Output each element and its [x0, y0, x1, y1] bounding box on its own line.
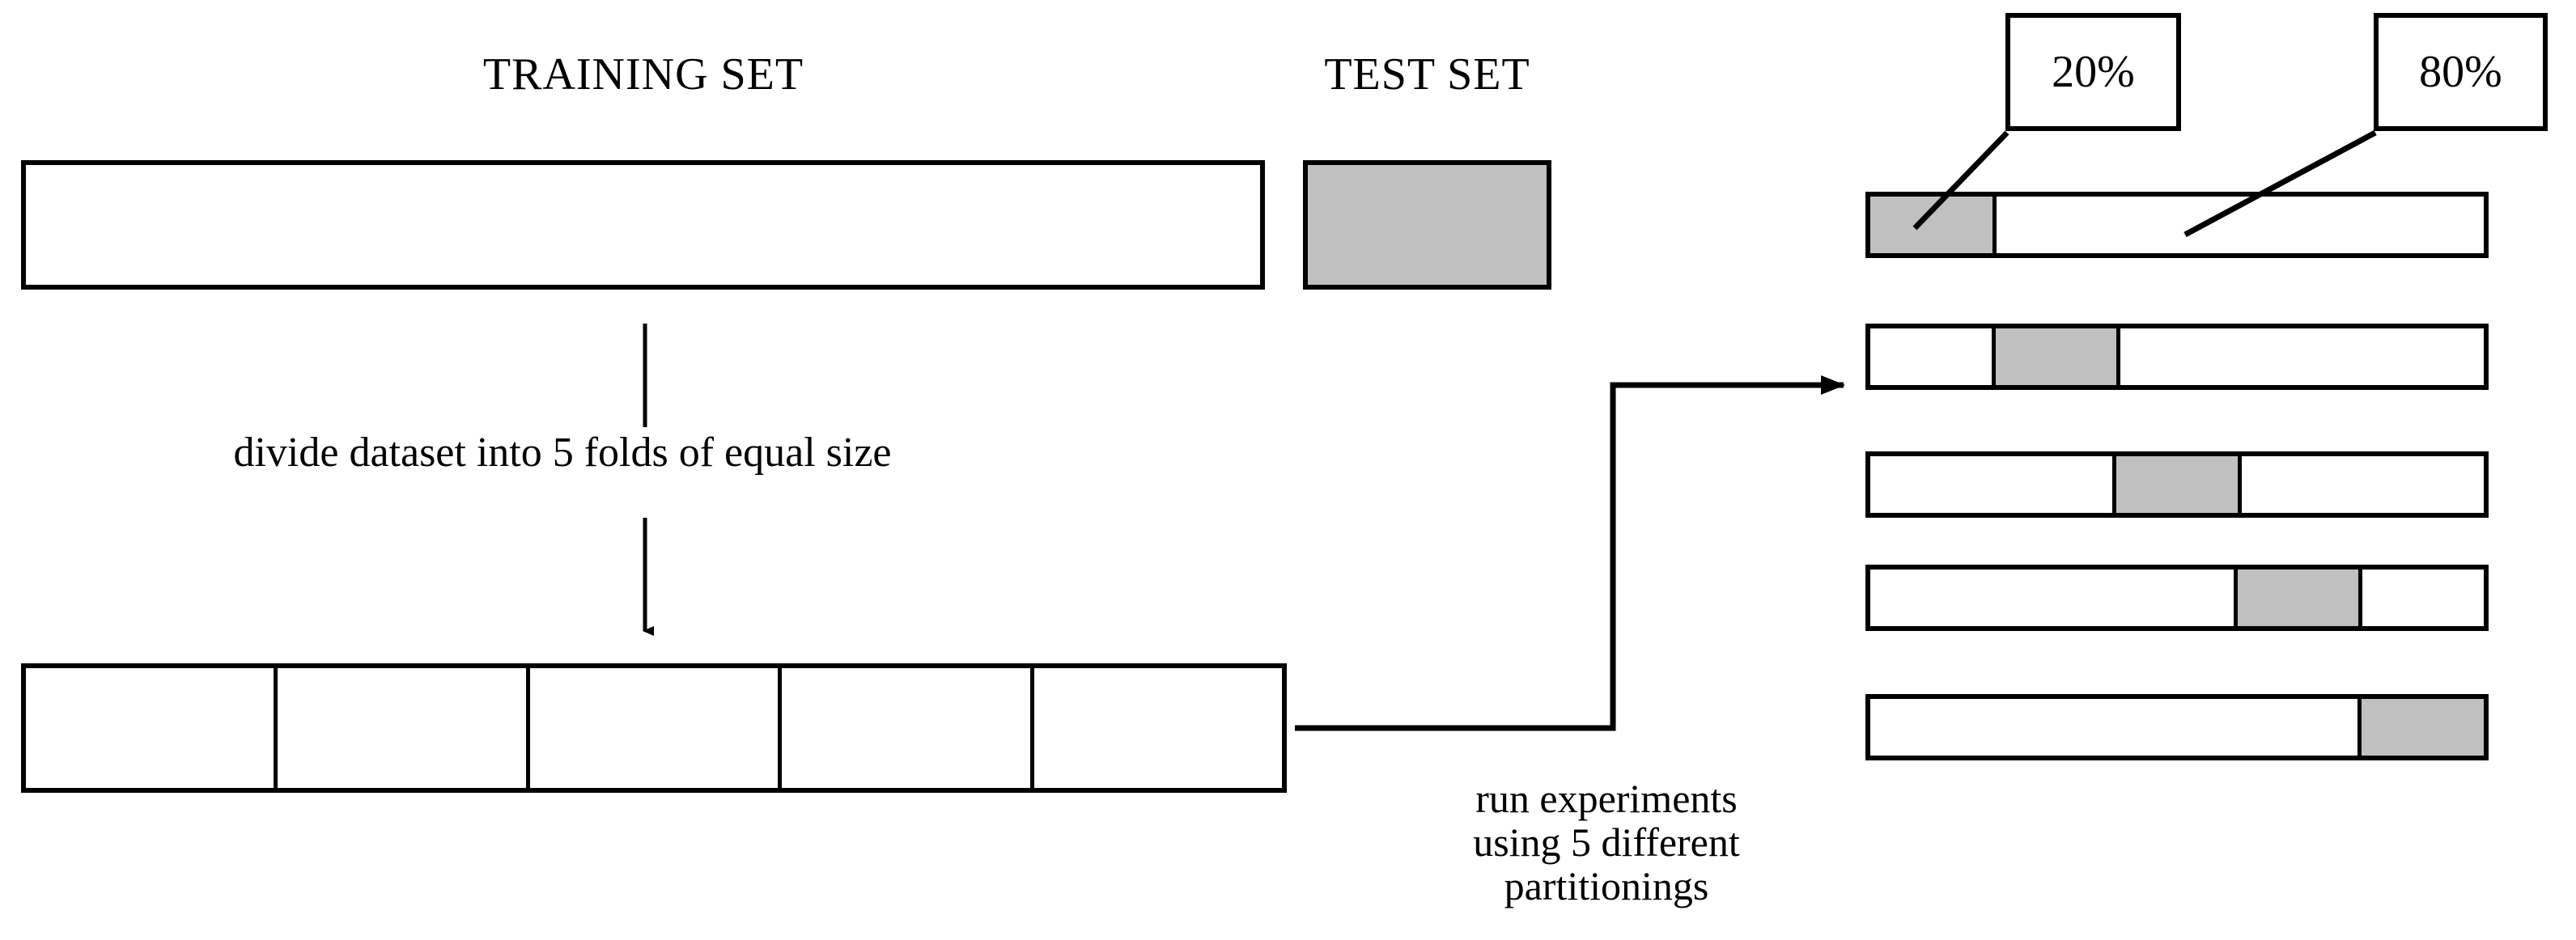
partition-3-segment-2 [1991, 456, 2117, 513]
partition-bar-5 [1865, 694, 2489, 760]
partition-5-segment-3 [2114, 699, 2236, 756]
partition-5-segment-4 [2235, 699, 2362, 756]
partition-bar-1 [1865, 192, 2489, 258]
partition-5-segment-2 [1992, 699, 2115, 756]
partition-bar-4 [1865, 565, 2489, 631]
partition-1-segment-3 [2118, 197, 2240, 253]
partition-1-segment-4 [2239, 197, 2362, 253]
callout-80-percent: 80% [2374, 13, 2548, 131]
partition-4-segment-3 [2112, 570, 2238, 626]
run-experiments-elbow-arrow [1295, 375, 1845, 731]
callout-20-percent: 20% [2005, 13, 2181, 131]
partition-2-segment-2 [1995, 328, 2121, 385]
run-caption-line-2: using 5 different [1473, 819, 1740, 865]
partition-1-segment-5 [2362, 197, 2484, 253]
partition-bar-3 [1865, 451, 2489, 518]
partition-4-segment-1 [1870, 570, 1992, 626]
fold-cell-2 [278, 668, 530, 788]
partition-4-segment-2 [1991, 570, 2113, 626]
partition-1-segment-2 [1996, 197, 2119, 253]
partition-3-segment-5 [2362, 456, 2484, 513]
partition-4-segment-4 [2237, 570, 2363, 626]
fold-cell-4 [782, 668, 1034, 788]
partition-2-segment-3 [2120, 328, 2242, 385]
folds-bar [21, 663, 1287, 793]
partition-3-segment-3 [2116, 456, 2242, 513]
fold-cell-1 [26, 668, 278, 788]
run-experiments-caption: run experiments using 5 different partit… [1404, 777, 1809, 908]
partition-5-segment-5 [2362, 699, 2484, 756]
fold-cell-3 [529, 668, 783, 788]
partition-1-segment-1 [1870, 197, 1997, 253]
test-set-label: TEST SET [1324, 49, 1530, 100]
partition-2-segment-4 [2241, 328, 2363, 385]
partition-2-segment-5 [2362, 328, 2484, 385]
training-set-box [21, 160, 1265, 290]
partition-3-segment-1 [1870, 456, 1992, 513]
divide-dataset-caption: divide dataset into 5 folds of equal siz… [233, 430, 892, 476]
partition-4-segment-5 [2362, 570, 2484, 626]
run-caption-line-3: partitionings [1504, 863, 1709, 908]
fold-cell-5 [1033, 668, 1283, 788]
partition-3-segment-4 [2241, 456, 2363, 513]
training-set-label: TRAINING SET [482, 49, 804, 100]
partition-5-segment-1 [1870, 699, 1992, 756]
partition-bar-2 [1865, 324, 2489, 390]
run-caption-line-1: run experiments [1475, 776, 1738, 821]
partition-2-segment-1 [1870, 328, 1996, 385]
test-set-box [1303, 160, 1551, 290]
